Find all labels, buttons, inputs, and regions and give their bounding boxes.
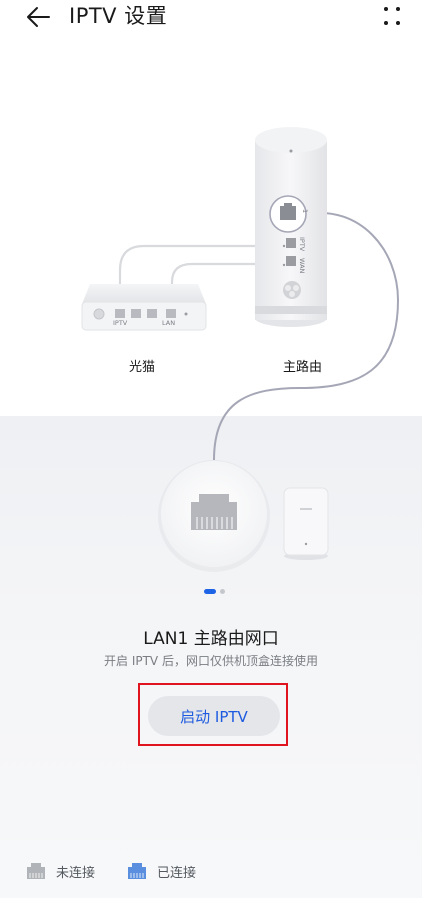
legend-connected-label: 已连接	[157, 865, 197, 881]
port-connected-icon	[128, 863, 146, 879]
cable-modem-router	[118, 244, 288, 310]
legend-disconnected-label: 未连接	[56, 865, 96, 881]
port-title: LAN1 主路由网口	[143, 629, 279, 649]
modem-label: 光猫	[129, 360, 156, 375]
more-options-button[interactable]	[380, 4, 404, 28]
port-disconnected-icon	[27, 863, 45, 879]
router-port-iptv-label: IPTV	[298, 237, 306, 252]
router-label: 主路由	[283, 360, 323, 375]
router-thumbnail	[283, 487, 329, 560]
carousel-dot-active[interactable]	[204, 589, 216, 594]
carousel-indicator	[204, 589, 225, 594]
router-port-wan-label: WAN	[298, 258, 306, 274]
carousel-dot[interactable]	[220, 589, 225, 594]
modem-port-lan-label: LAN	[162, 319, 175, 327]
port-description: 开启 IPTV 后，网口仅供机顶盒连接使用	[104, 654, 318, 668]
legend-disconnected: 未连接	[26, 861, 95, 881]
start-button-highlight	[138, 683, 288, 746]
optical-modem-device: IPTV LAN	[81, 284, 207, 331]
more-dots-icon	[384, 7, 400, 25]
back-button[interactable]	[22, 2, 54, 32]
router-port-1-label: 1	[301, 209, 309, 213]
lan-port-illustration	[158, 460, 270, 572]
legend-connected: 已连接	[127, 861, 196, 881]
back-arrow-icon	[27, 7, 50, 27]
modem-port-iptv-label: IPTV	[113, 319, 128, 327]
start-iptv-button[interactable]: 启动 IPTV	[148, 696, 280, 736]
network-diagram-area	[0, 36, 422, 416]
page-title: IPTV 设置	[69, 4, 168, 28]
main-router-device: 1 IPTV WAN	[255, 127, 327, 327]
app-header: IPTV 设置	[0, 0, 422, 36]
network-diagram: IPTV LAN 1 IPTV WAN	[81, 127, 400, 572]
cable-router-port	[213, 211, 400, 461]
